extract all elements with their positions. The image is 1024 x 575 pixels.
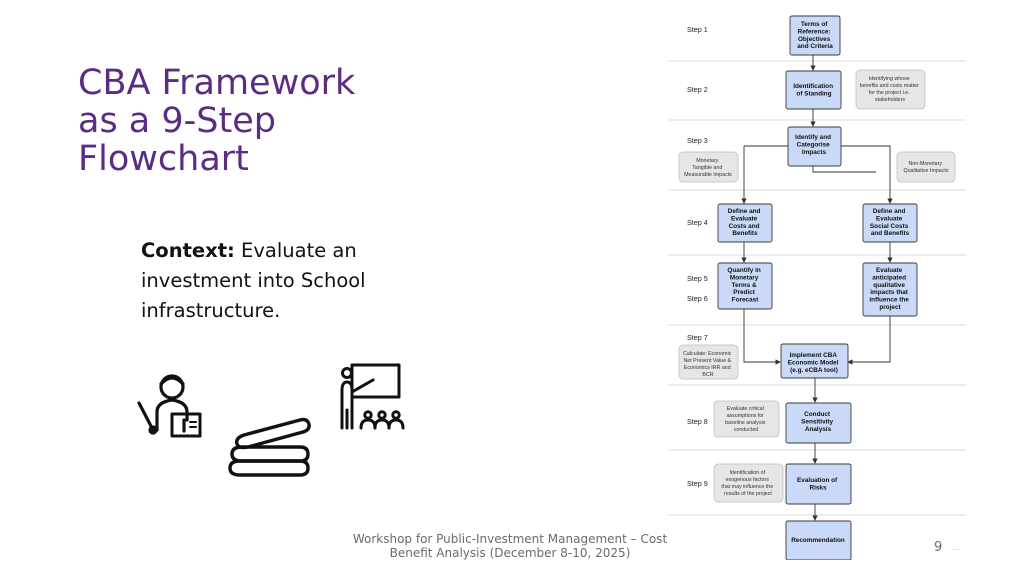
books-stack-icon <box>228 417 311 477</box>
note-monetary <box>678 151 739 183</box>
title-line-3: Flowchart <box>78 139 249 179</box>
context-label: Context: <box>141 239 235 262</box>
note-exogenous-factors <box>713 463 784 503</box>
title-line-1: CBA Framework <box>78 63 356 103</box>
box-text-b1: Terms of Reference: Objectives and Crite… <box>797 21 833 50</box>
context-line-3: infrastructure. <box>141 299 281 322</box>
note-text-n3r: Non-Monetary Qualitative Impacts <box>903 161 948 174</box>
box-text-b10: Recommendation <box>791 537 845 544</box>
box-text-b5l: Quantify in Monetary Terms & Predict For… <box>727 267 762 304</box>
note-text-n3l: Monetary Tangible and Measurable Impacts <box>684 158 732 178</box>
box-text-b2: Identification of Standing <box>793 83 835 97</box>
step-label-9: Step 9 <box>687 479 708 488</box>
page-mark: – – <box>953 547 960 553</box>
box-terms-of-reference <box>789 15 841 56</box>
step-label-3: Step 3 <box>687 136 708 145</box>
step-label-5: Step 5 <box>687 274 708 283</box>
step-label-1: Step 1 <box>687 25 708 34</box>
cba-flowchart: Step 1 Step 2 Step 3 Step 4 Step 5 Step … <box>668 15 966 560</box>
note-text-n9: Identification of exogenous factors that… <box>721 470 774 497</box>
box-text-b3: Identify and Categorise Impacts <box>795 134 833 156</box>
step-label-7: Step 7 <box>687 333 708 342</box>
note-stakeholders <box>855 69 926 110</box>
footer-line-2: Benefit Analysis (December 8-10, 2025) <box>389 546 631 560</box>
context-text: Context: Evaluate an investment into Sch… <box>141 236 421 326</box>
row-separators <box>668 60 966 516</box>
box-implement-cba-model <box>780 343 849 379</box>
context-line-1: Evaluate an <box>234 239 357 262</box>
box-define-costs-benefits <box>717 203 773 243</box>
box-quantify-monetary <box>717 262 773 310</box>
box-identify-categorise-impacts <box>787 126 842 167</box>
step-label-8: Step 8 <box>687 417 708 426</box>
box-text-b7: Implement CBA Economic Model (e.g. eCBA … <box>788 352 841 374</box>
box-text-b4l: Define and Evaluate Costs and Benefits <box>728 208 762 237</box>
box-text-b4r: Define and Evaluate Social Costs and Ben… <box>870 208 910 237</box>
note-text-n2: Identifying whose benefits and costs mat… <box>860 76 921 103</box>
box-sensitivity-analysis <box>785 402 852 444</box>
box-define-social-costs <box>862 203 918 243</box>
note-text-n7: Calculate: Economic Net Present Value & … <box>683 351 733 378</box>
box-text-b8: Conduct Sensitivity Analysis <box>801 411 835 433</box>
step-label-4: Step 4 <box>687 218 708 227</box>
context-line-2: investment into School <box>141 269 366 292</box>
footer-text: Workshop for Public-Investment Managemen… <box>340 532 680 560</box>
process-boxes <box>717 15 918 560</box>
education-icons <box>137 363 405 477</box>
footer-line-1: Workshop for Public-Investment Managemen… <box>352 532 668 546</box>
page-number: 9 <box>934 540 943 555</box>
box-evaluation-of-risks <box>785 463 852 505</box>
box-identification-of-standing <box>785 70 842 110</box>
box-evaluate-qualitative <box>862 262 918 317</box>
teacher-board-icon <box>340 363 405 430</box>
note-boxes <box>678 69 956 503</box>
note-non-monetary <box>896 151 956 183</box>
note-text-n8: Evaluate critical assumptions for baseli… <box>725 406 767 433</box>
title-line-2: as a 9-Step <box>78 101 276 141</box>
step-label-6: Step 6 <box>687 294 708 303</box>
box-text-b9: Evaluation of Risks <box>797 477 839 491</box>
step-label-2: Step 2 <box>687 85 708 94</box>
note-calculate <box>678 344 739 380</box>
slide-title: CBA Framework as a 9-Step Flowchart <box>78 64 438 178</box>
box-recommendation <box>785 520 852 560</box>
teacher-reading-icon <box>137 374 202 438</box>
box-text-b5r: Evaluate anticipated qualitative impacts… <box>869 267 910 311</box>
note-evaluate-assumptions <box>713 400 780 438</box>
